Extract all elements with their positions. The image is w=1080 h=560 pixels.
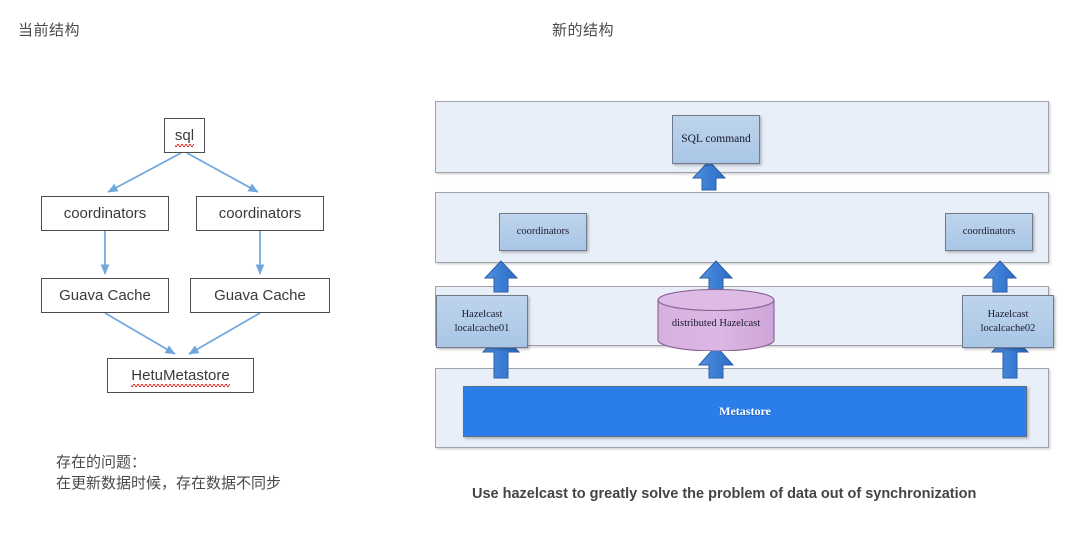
node-sql-label: sql (174, 126, 195, 147)
section-title-current-structure: 当前结构 (18, 22, 81, 39)
node-guava-cache-right[interactable]: Guava Cache (190, 278, 330, 313)
node-hazelcast-localcache01-line2: localcache01 (454, 322, 510, 334)
node-hetu-metastore-label: HetuMetastore (131, 366, 231, 387)
node-coordinator-left[interactable]: coordinators (41, 196, 169, 231)
cylinder-shape (657, 289, 775, 351)
node-guava-cache-right-label: Guava Cache (214, 287, 306, 304)
node-sql-command[interactable]: SQL command (672, 115, 760, 164)
node-hazelcast-localcache02[interactable]: Hazelcast localcache02 (962, 295, 1054, 348)
caption-current-structure-problem: 存在的问题： 在更新数据时候，存在数据不同步 (56, 454, 282, 493)
node-sql[interactable]: sql (164, 118, 205, 153)
node-metastore-label: Metastore (719, 404, 771, 418)
node-hazelcast-localcache02-line2: localcache02 (980, 322, 1036, 334)
node-sql-command-label: SQL command (681, 133, 751, 146)
node-coordinator-right[interactable]: coordinators (196, 196, 324, 231)
node-coordinator-right-label: coordinators (218, 205, 302, 222)
node-metastore[interactable]: Metastore (463, 386, 1027, 437)
node-coordinator-left-label: coordinators (63, 205, 147, 222)
caption-new-structure-benefit: Use hazelcast to greatly solve the probl… (472, 486, 977, 502)
node-coordinator-left-new-label: coordinators (516, 226, 570, 238)
node-guava-cache-left[interactable]: Guava Cache (41, 278, 169, 313)
node-coordinator-right-new-label: coordinators (962, 226, 1016, 238)
node-hetu-metastore[interactable]: HetuMetastore (107, 358, 254, 393)
section-title-new-structure: 新的结构 (552, 22, 615, 39)
node-guava-cache-left-label: Guava Cache (59, 287, 151, 304)
node-coordinator-right-new[interactable]: coordinators (945, 213, 1033, 251)
node-distributed-hazelcast-label: distributed Hazelcast (671, 317, 761, 329)
node-hazelcast-localcache01-line1: Hazelcast (461, 309, 503, 321)
node-distributed-hazelcast[interactable]: distributed Hazelcast (657, 289, 775, 351)
node-hazelcast-localcache01[interactable]: Hazelcast localcache01 (436, 295, 528, 348)
node-coordinator-left-new[interactable]: coordinators (499, 213, 587, 251)
node-hazelcast-localcache02-line1: Hazelcast (987, 309, 1029, 321)
